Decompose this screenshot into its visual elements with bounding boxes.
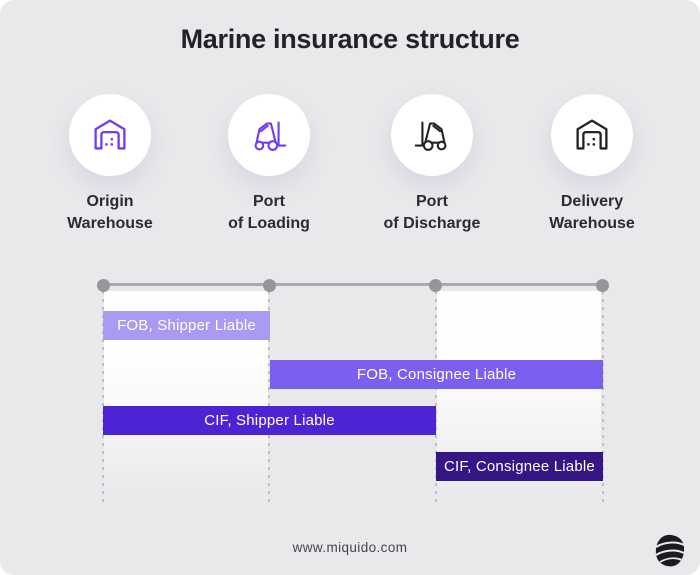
stage-dashed-line [268, 291, 270, 504]
page-title: Marine insurance structure [180, 24, 520, 54]
stage-label-line1: Port [416, 193, 448, 210]
gantt-bar-fob-consignee: FOB, Consignee Liable [270, 360, 603, 389]
stage-label-line2: of Loading [228, 215, 310, 232]
stage-icon-circle [228, 94, 310, 176]
stage-label: Origin Warehouse [28, 191, 192, 235]
stage-port-of-discharge: Port of Discharge [350, 94, 514, 235]
stage-label: Port of Loading [187, 191, 351, 235]
footer-url: www.miquido.com [292, 540, 408, 555]
stage-label-line2: of Discharge [383, 215, 481, 232]
stage-dashed-line [602, 291, 604, 504]
stage-label-line2: Warehouse [67, 215, 153, 232]
stage-delivery-warehouse: Delivery Warehouse [510, 94, 674, 235]
forklift-left-icon [414, 121, 447, 151]
timeline-dot [429, 279, 442, 292]
stage-icon-circle [69, 94, 151, 176]
timeline-axis [103, 283, 603, 286]
gantt-bar-label: FOB, Shipper Liable [117, 317, 256, 334]
stage-label-line1: Port [253, 193, 285, 210]
gantt-bar-cif-consignee: CIF, Consignee Liable [436, 452, 603, 481]
stage-origin-warehouse: Origin Warehouse [28, 94, 192, 235]
stage-label: Port of Discharge [350, 191, 514, 235]
stage-label-line1: Origin [86, 193, 134, 210]
stage-label-line2: Warehouse [549, 215, 635, 232]
gantt-bar-cif-shipper: CIF, Shipper Liable [103, 406, 436, 435]
gantt-bar-label: CIF, Shipper Liable [204, 412, 335, 429]
stage-port-of-loading: Port of Loading [187, 94, 351, 235]
gantt-bar-label: FOB, Consignee Liable [356, 366, 517, 383]
timeline-dot [596, 279, 609, 292]
stage-icon-circle [551, 94, 633, 176]
gantt-bar-fob-shipper: FOB, Shipper Liable [103, 311, 270, 340]
timeline-dot [97, 279, 110, 292]
gantt-bar-label: CIF, Consignee Liable [444, 458, 595, 475]
stage-dashed-line [102, 291, 104, 504]
timeline-dot [263, 279, 276, 292]
warehouse-icon [576, 119, 608, 150]
stage-label-line1: Delivery [560, 193, 624, 210]
forklift-right-icon [254, 121, 287, 151]
miquido-logo-icon [655, 534, 685, 567]
stage-label: Delivery Warehouse [510, 191, 674, 235]
stage-dashed-line [435, 291, 437, 504]
warehouse-icon [94, 119, 126, 150]
stage-icon-circle [391, 94, 473, 176]
